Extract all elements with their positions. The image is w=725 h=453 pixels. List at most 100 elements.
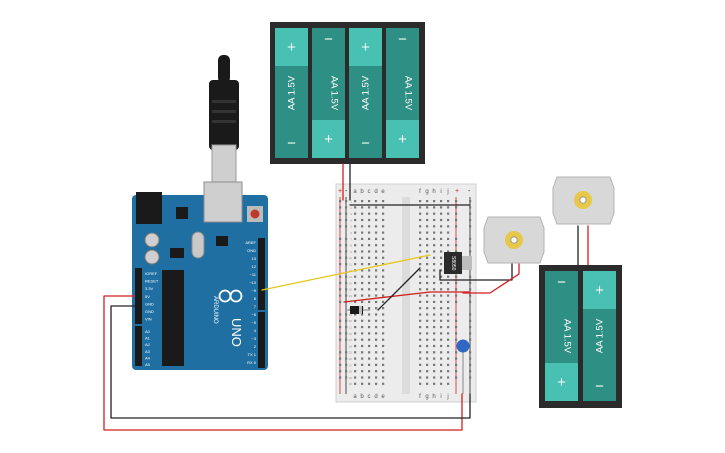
column-letter: e — [381, 189, 385, 195]
minus-terminal-icon: − — [324, 31, 333, 48]
pin-label: A3 — [145, 349, 151, 354]
row-number: 27 — [349, 363, 353, 367]
row-number: 2 — [350, 206, 352, 210]
analog-header — [135, 326, 142, 366]
battery-cell-label: AA 1.5V — [595, 318, 606, 353]
plus-terminal-icon: + — [361, 39, 370, 56]
pin-label: 2 — [254, 344, 257, 349]
column-letter: e — [381, 394, 385, 400]
pin-label: IOREF — [145, 271, 158, 276]
top-battery-cell-1: + − AA 1.5V — [312, 28, 345, 158]
column-letter: c — [368, 394, 371, 400]
minus-terminal-icon: − — [361, 135, 370, 152]
minus-terminal-icon: − — [398, 31, 407, 48]
column-letter: c — [368, 189, 371, 195]
row-number: 5 — [350, 225, 352, 229]
row-number: 21 — [349, 326, 353, 330]
pin-label: 4 — [254, 328, 257, 333]
row-number: 22 — [349, 332, 353, 336]
rail-minus-label: - — [345, 188, 348, 195]
pin-label: TX 1 — [248, 352, 257, 357]
pin-label: AREF — [245, 240, 256, 245]
usb-cable — [209, 55, 239, 186]
power-header — [135, 268, 142, 324]
row-number: 24 — [349, 344, 353, 348]
dc-motor-2 — [552, 176, 615, 225]
digital-header-low — [258, 312, 265, 368]
pin-label: ~11 — [250, 272, 257, 277]
plus-terminal-icon: + — [595, 282, 604, 299]
pin-label: RX 0 — [247, 360, 257, 365]
column-letter: i — [440, 394, 441, 400]
column-letter: a — [353, 394, 357, 400]
column-letter: g — [425, 394, 428, 400]
row-number: 6 — [350, 231, 352, 235]
row-number: 30 — [349, 382, 353, 386]
arduino-model-label: UNO — [229, 318, 244, 347]
row-number: 8 — [350, 244, 352, 248]
plus-terminal-icon: + — [324, 131, 333, 148]
plus-terminal-icon: + — [398, 131, 407, 148]
row-number: 4 — [350, 218, 352, 222]
row-number: 26 — [349, 357, 353, 361]
row-number: 9 — [350, 250, 352, 254]
column-letter: f — [419, 394, 421, 400]
transistor: S8050 — [444, 252, 472, 274]
column-letter: a — [353, 189, 357, 195]
row-number: 23 — [349, 338, 353, 342]
pin-label: ~6 — [251, 312, 256, 317]
pin-label: GND — [145, 301, 154, 306]
pin-label: ~10 — [249, 280, 257, 285]
row-number: 14 — [349, 281, 353, 285]
capacitor — [456, 339, 470, 394]
pin-label: 8 — [254, 296, 257, 301]
microcontroller-chip — [162, 270, 184, 366]
arduino-logo-icon — [218, 289, 243, 303]
transistor-label: S8050 — [450, 256, 456, 271]
row-number: 1 — [350, 200, 352, 204]
column-letter: j — [446, 394, 448, 400]
pin-label: 7 — [254, 304, 257, 309]
reset-button-icon — [250, 209, 260, 219]
wire-motor1-black — [439, 263, 513, 281]
top-battery-cell-0: +−AA 1.5V — [275, 28, 308, 158]
wire-black-loop — [110, 305, 471, 419]
wires — [103, 163, 589, 431]
rail-plus-label: + — [338, 188, 342, 195]
row-number: 16 — [349, 294, 353, 298]
battery-cell-label: AA 1.5V — [329, 76, 340, 111]
pin-label: A2 — [145, 342, 151, 347]
pin-label: A4 — [145, 355, 151, 360]
row-number: 11 — [349, 263, 352, 267]
row-number: 10 — [349, 256, 353, 260]
pin-label: GND — [145, 309, 154, 314]
column-letter: h — [432, 394, 435, 400]
pin-label: RESET — [145, 279, 159, 284]
dc-motor-1 — [483, 216, 545, 264]
arduino-brand-label: ARDUINO — [212, 296, 218, 324]
row-number: 15 — [349, 288, 353, 292]
column-letter: d — [374, 189, 377, 195]
pin-label: A1 — [145, 336, 151, 341]
minus-terminal-icon: − — [287, 135, 296, 152]
right-battery-cell-1: + − AA 1.5V — [583, 271, 616, 401]
wire-black-diagonal — [377, 267, 421, 311]
row-number: 17 — [349, 300, 353, 304]
column-letter: i — [440, 189, 441, 195]
column-letter: j — [446, 189, 448, 195]
row-number: 28 — [349, 370, 353, 374]
pin-label: 3.3V — [145, 286, 154, 291]
pin-label: 13 — [252, 256, 257, 261]
minus-terminal-icon: − — [557, 274, 566, 291]
pin-label: A5 — [145, 362, 151, 367]
column-letter: g — [425, 189, 428, 195]
minus-terminal-icon: − — [595, 378, 604, 395]
wire-motor1-red — [462, 263, 520, 294]
battery-cell-label: AA 1.5V — [403, 76, 414, 111]
plus-terminal-icon: + — [287, 39, 296, 56]
row-number: 25 — [349, 351, 353, 355]
